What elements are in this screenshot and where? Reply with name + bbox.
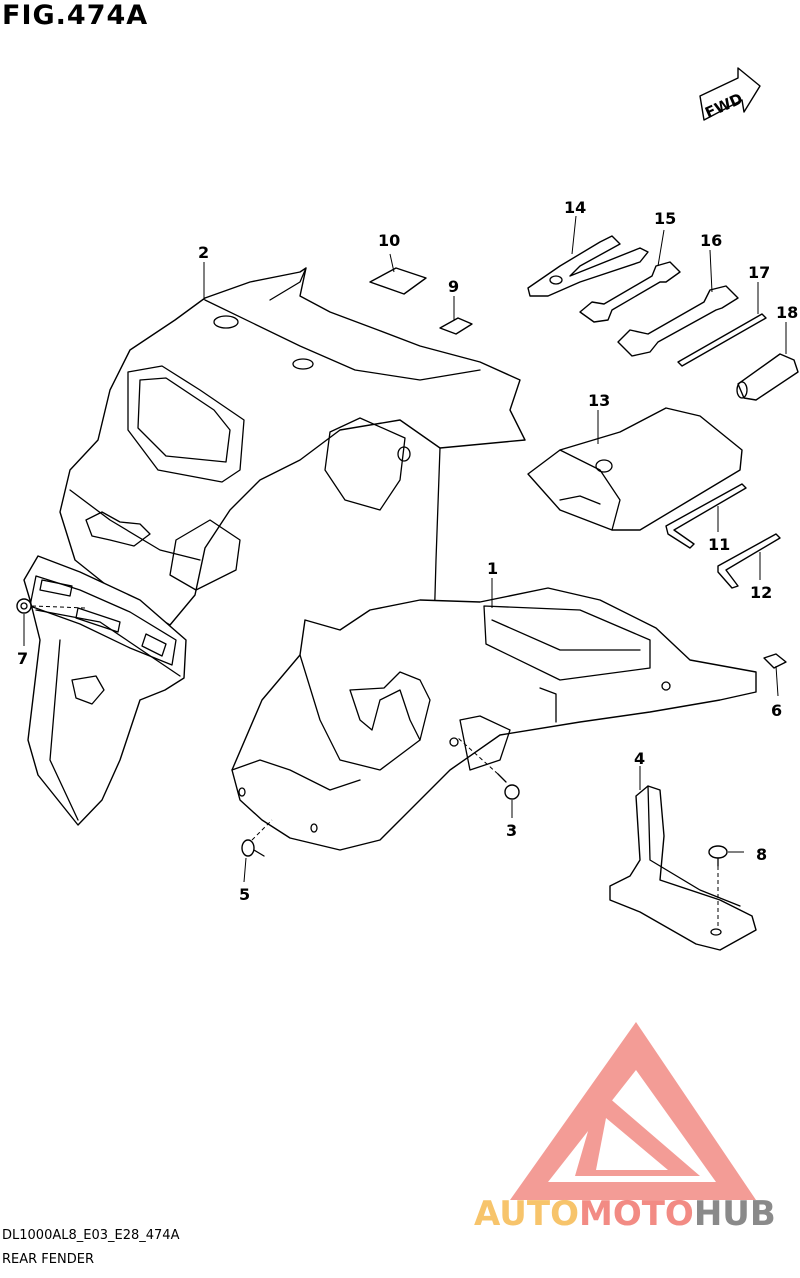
part-17-screwdriver — [677, 313, 767, 367]
callout-4: 4 — [634, 749, 645, 768]
callout-9: 9 — [448, 277, 459, 296]
part-12-hex-key — [717, 533, 781, 589]
callout-15: 15 — [654, 209, 676, 228]
callout-2: 2 — [198, 243, 209, 262]
part-13-tool-bag — [527, 407, 743, 531]
part-9-pad — [439, 317, 473, 335]
callout-1: 1 — [487, 559, 498, 578]
part-14-pliers — [527, 235, 649, 297]
part-6-clip-nut — [763, 653, 787, 669]
part-2-rear-cowl — [59, 267, 526, 701]
part-4-bracket — [609, 785, 757, 951]
callout-18: 18 — [776, 303, 798, 322]
license-plate-bracket — [23, 555, 187, 826]
fwd-arrow-icon: FWD — [699, 67, 761, 122]
leader-lines — [23, 215, 787, 883]
callout-10: 10 — [378, 231, 400, 250]
callout-14: 14 — [564, 198, 586, 217]
part-3-bolt — [457, 737, 520, 800]
callout-labels: 1 2 3 4 5 6 7 8 9 10 11 12 13 14 15 16 1… — [17, 198, 798, 904]
part-18-handle — [736, 353, 799, 401]
part-8-screw — [708, 845, 728, 926]
part-11-hex-key — [665, 483, 747, 549]
figure-title: FIG.474A — [2, 0, 149, 31]
diagram-code: DL1000AL8_E03_E28_474A — [2, 1228, 180, 1243]
part-1-rear-fender — [231, 587, 757, 851]
part-5-bolt — [241, 819, 273, 857]
part-10-pad — [369, 267, 427, 295]
callout-8: 8 — [756, 845, 767, 864]
part-7-washer — [16, 598, 87, 614]
callout-12: 12 — [750, 583, 772, 602]
watermark-hub: HUB — [693, 1194, 776, 1234]
callout-7: 7 — [17, 649, 28, 668]
watermark-auto: AUTO — [474, 1194, 579, 1234]
watermark-logo — [510, 1022, 756, 1200]
callout-17: 17 — [748, 263, 770, 282]
callout-5: 5 — [239, 885, 250, 904]
callout-11: 11 — [708, 535, 730, 554]
watermark-text: AUTOMOTOHUB — [474, 1194, 776, 1234]
callout-3: 3 — [506, 821, 517, 840]
part-16-wrench — [617, 285, 739, 357]
watermark-moto: MOTO — [578, 1194, 694, 1234]
callout-16: 16 — [700, 231, 722, 250]
callout-13: 13 — [588, 391, 610, 410]
callout-6: 6 — [771, 701, 782, 720]
diagram-name: REAR FENDER — [2, 1252, 94, 1267]
part-15-wrench — [579, 261, 681, 323]
